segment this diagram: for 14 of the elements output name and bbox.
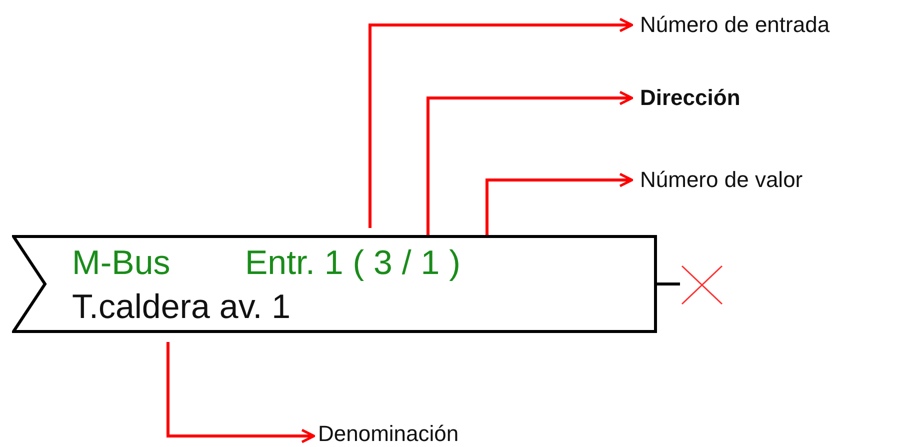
leader-line xyxy=(368,18,634,228)
leader-line xyxy=(426,90,634,235)
output-line xyxy=(657,282,680,286)
annotation-text: Número de entrada xyxy=(640,12,896,38)
annotation-text: Denominación xyxy=(318,421,518,447)
leader-line xyxy=(486,172,634,235)
block-header-text: M-Bus xyxy=(72,243,170,283)
annotation-text: Número de valor xyxy=(640,167,870,193)
block-header-text: Entr. 1 ( 3 / 1 ) xyxy=(245,243,460,283)
leader-line xyxy=(166,342,316,444)
annotation-text: Dirección xyxy=(640,85,770,111)
cross-icon xyxy=(680,264,724,306)
block-name-text: T.caldera av. 1 xyxy=(72,287,291,327)
function-block xyxy=(12,235,657,333)
